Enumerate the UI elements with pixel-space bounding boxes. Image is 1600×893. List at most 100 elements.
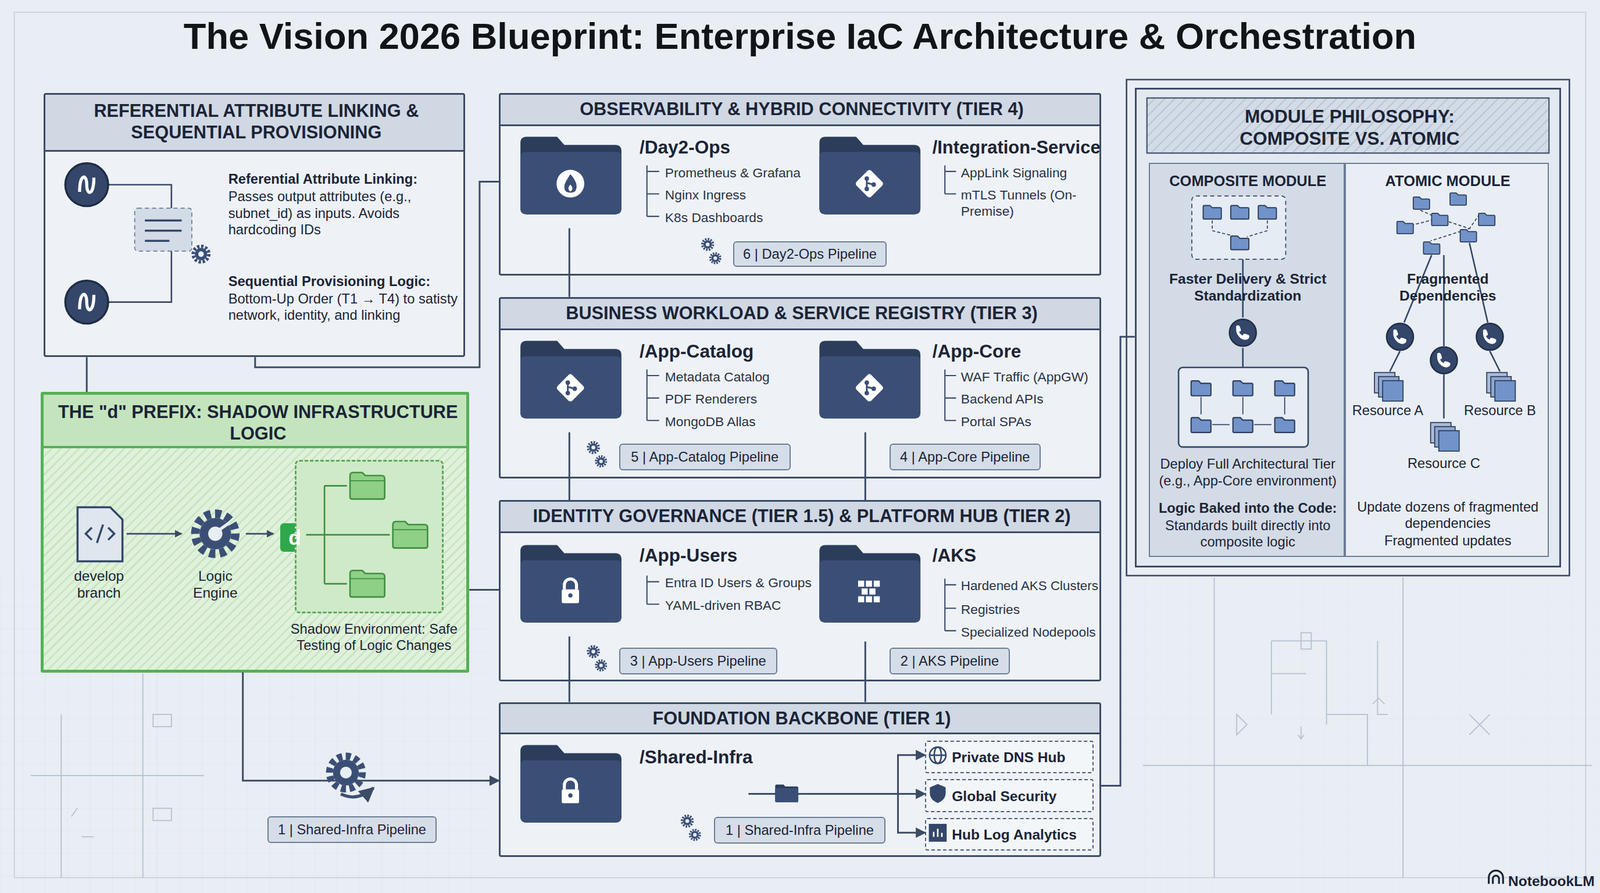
icon-shape — [350, 472, 385, 500]
icon-shape — [690, 829, 700, 840]
node-text: Portal SPAs — [961, 413, 1098, 430]
icon-label: Logic Engine — [177, 567, 253, 602]
node-text: Registries — [961, 601, 1100, 618]
icon-shape — [520, 136, 622, 214]
icon-shape — [929, 747, 946, 764]
connector — [469, 588, 499, 591]
icon-shape — [681, 815, 693, 827]
connector — [748, 755, 926, 795]
icon-shape — [647, 575, 660, 605]
pipeline-gear — [329, 756, 374, 798]
module-art — [1126, 79, 1570, 576]
icon-shape — [79, 177, 95, 310]
node-text: YAML-driven RBAC — [665, 597, 813, 614]
icon-shape — [215, 522, 230, 534]
service-box: Hub Log Analytics — [925, 818, 1094, 851]
node-heading: /Shared-Infra — [639, 746, 783, 769]
node-heading: Hub Log Analytics — [951, 826, 1093, 844]
connector — [864, 641, 867, 702]
node-heading: /App-Core — [932, 340, 1096, 363]
node-heading: 1 | Shared-Infra Pipeline — [268, 817, 436, 842]
node-text: Fragmented updates — [1355, 532, 1540, 549]
pipeline-gears — [587, 238, 721, 840]
icon-shape — [1230, 205, 1249, 219]
connector — [255, 181, 499, 367]
pipeline-pill: 1 | Shared-Infra Pipeline — [267, 816, 437, 844]
icon-shape — [1476, 323, 1503, 350]
node-text: Deploy Full Architectural Tier (e.g., Ap… — [1154, 455, 1342, 489]
node-text: Referential Attribute Linking: — [228, 170, 466, 188]
linking-icons — [65, 163, 209, 324]
icon-shape — [1450, 193, 1467, 206]
connector — [568, 432, 571, 500]
node-heading: /Integration-Service — [932, 136, 1100, 159]
icon-shape — [77, 506, 123, 562]
icon-shape — [775, 784, 799, 803]
node-heading: /Day2-Ops — [639, 136, 803, 159]
icon-shape — [819, 136, 921, 214]
icon-shape — [1126, 79, 1570, 576]
folder-icons — [520, 136, 921, 823]
node-text: Prometheus & Grafana — [665, 165, 810, 181]
pipeline-pill: 2 | AKS Pipeline — [889, 647, 1010, 675]
watermark: NotebookLM — [1508, 872, 1598, 890]
node-text: Specialized Nodepools — [961, 624, 1100, 641]
icon-shape — [1460, 229, 1477, 242]
icon-label: Resource A — [1347, 402, 1429, 419]
icon-shape — [1230, 236, 1249, 250]
diagram-title: The Vision 2026 Blueprint: Enterprise Ia… — [0, 14, 1600, 59]
icon-shape — [134, 208, 192, 252]
icon-shape — [1233, 380, 1253, 396]
icon-shape — [144, 220, 182, 241]
connector — [864, 432, 867, 500]
item-tree — [647, 165, 957, 631]
icon-shape — [1191, 417, 1212, 433]
icon-shape — [929, 824, 946, 841]
icon-shape — [929, 754, 946, 757]
icon-shape — [306, 486, 391, 585]
node-heading: Global Security — [951, 787, 1093, 805]
node-heading: 1 | Shared-Infra Pipeline — [715, 818, 885, 843]
node-text: Backend APIs — [961, 391, 1098, 407]
background-grid — [1236, 698, 1490, 739]
icon-shape — [1374, 372, 1403, 402]
background-grid — [1301, 632, 1312, 649]
node-text: Nginx Ingress — [665, 187, 810, 203]
icon-shape — [329, 756, 363, 790]
node-heading: 6 | Day2-Ops Pipeline — [734, 242, 885, 266]
service-box: Global Security — [925, 779, 1094, 812]
icon-shape — [933, 828, 942, 837]
node-heading: MODULE PHILOSOPHY: COMPOSITE VS. ATOMIC — [1212, 105, 1488, 150]
icon-shape — [126, 533, 182, 535]
tier-panel: REFERENTIAL ATTRIBUTE LINKING & SEQUENTI… — [43, 93, 466, 358]
icon-shape — [1431, 213, 1448, 226]
service-box: Private DNS Hub — [925, 740, 1094, 774]
node-heading: IDENTITY GOVERNANCE (TIER 1.5) & PLATFOR… — [500, 505, 1103, 528]
icon-shape — [595, 660, 606, 671]
background-grid — [14, 12, 1587, 878]
node-heading: d — [280, 523, 309, 552]
node-heading: 3 | App-Users Pipeline — [620, 648, 777, 674]
icon-shape — [1486, 372, 1516, 402]
icon-shape — [1147, 98, 1550, 154]
icon-shape — [1178, 367, 1309, 448]
connector — [243, 672, 500, 781]
icon-shape — [245, 533, 274, 535]
node-heading: Private DNS Hub — [951, 748, 1093, 766]
pipeline-pill: 3 | App-Users Pipeline — [619, 647, 778, 675]
icon-shape — [1413, 197, 1430, 210]
node-text: Fragmented Dependencies — [1386, 270, 1510, 305]
node-text: AppLink Signaling — [961, 165, 1098, 181]
icon-shape — [854, 373, 885, 403]
icon-shape — [1488, 870, 1504, 884]
icon-label: Resource C — [1402, 455, 1485, 472]
background-grid — [1122, 571, 1600, 893]
icon-shape — [1386, 323, 1414, 350]
background-grid — [30, 673, 205, 878]
node-heading: BUSINESS WORKLOAD & SERVICE REGISTRY (TI… — [500, 302, 1103, 325]
icon-shape — [647, 165, 660, 217]
icon-shape — [555, 373, 586, 403]
node-heading: /App-Users — [639, 544, 803, 567]
node-heading: REFERENTIAL ATTRIBUTE LINKING & SEQUENTI… — [45, 100, 467, 144]
icon-shape — [819, 544, 921, 623]
